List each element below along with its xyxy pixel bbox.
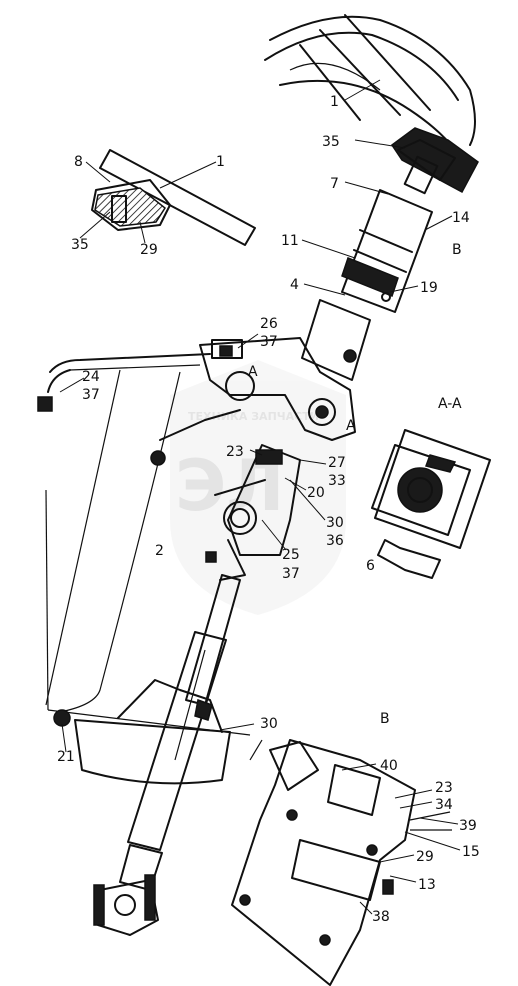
callout-11: 11 [281, 233, 299, 249]
callout-36: 36 [326, 533, 344, 549]
steering-wheel [264, 14, 476, 151]
inset-wheel-rim-detail [91, 149, 256, 246]
section-title-a-a: A-A [438, 396, 462, 412]
callout-1-top: 1 [330, 94, 339, 110]
callout-7: 7 [330, 176, 339, 192]
callout-39: 39 [459, 818, 477, 834]
callout-26: 26 [260, 316, 278, 332]
callout-40: 40 [380, 758, 398, 774]
callout-6: 6 [366, 558, 375, 574]
callout-35-inset: 35 [71, 237, 89, 253]
callout-2: 2 [155, 543, 164, 559]
wheel-hub [390, 127, 479, 195]
callout-1-inset: 1 [216, 154, 225, 170]
callout-35-top: 35 [322, 134, 340, 150]
callout-23-lower: 23 [435, 780, 453, 796]
watermark-caption: ТЕХНИКА ЗАПЧАСТИ [188, 410, 319, 423]
callout-4: 4 [290, 277, 299, 293]
callout-30-lower: 30 [260, 716, 278, 732]
callout-8: 8 [74, 154, 83, 170]
callout-15: 15 [462, 844, 480, 860]
section-mark-a: A [346, 418, 356, 434]
callout-30-upper: 30 [326, 515, 344, 531]
section-title-b: B [380, 711, 390, 727]
callout-37-lower: 37 [282, 566, 300, 582]
dashboard-frame [37, 353, 251, 736]
leader-lines [59, 79, 461, 915]
callout-38: 38 [372, 909, 390, 925]
callout-20: 20 [307, 485, 325, 501]
callout-27: 27 [328, 455, 346, 471]
upper-column-tube [301, 189, 433, 381]
callout-13: 13 [418, 877, 436, 893]
section-a-a-view [371, 429, 491, 579]
callout-33: 33 [328, 473, 346, 489]
callout-34: 34 [435, 797, 453, 813]
callout-29-lower: 29 [416, 849, 434, 865]
callout-14: 14 [452, 210, 470, 226]
callout-19: 19 [420, 280, 438, 296]
callout-labels: 1 35 7 14 8 1 11 B 35 29 4 19 26 37 24 3… [57, 94, 480, 925]
callout-37-left: 37 [82, 387, 100, 403]
section-mark-a-upper: A [248, 364, 258, 380]
callout-23-upper: 23 [226, 444, 244, 460]
view-b-detail [231, 739, 452, 986]
floor-seal [53, 679, 231, 785]
callout-37-upper: 37 [260, 334, 278, 350]
callout-24: 24 [82, 369, 100, 385]
lower-universal-joint [93, 874, 159, 936]
callout-21: 21 [57, 749, 75, 765]
callout-29-inset: 29 [140, 242, 158, 258]
section-mark-b-top: B [452, 242, 462, 258]
column-bracket [199, 337, 356, 441]
callout-25: 25 [282, 547, 300, 563]
